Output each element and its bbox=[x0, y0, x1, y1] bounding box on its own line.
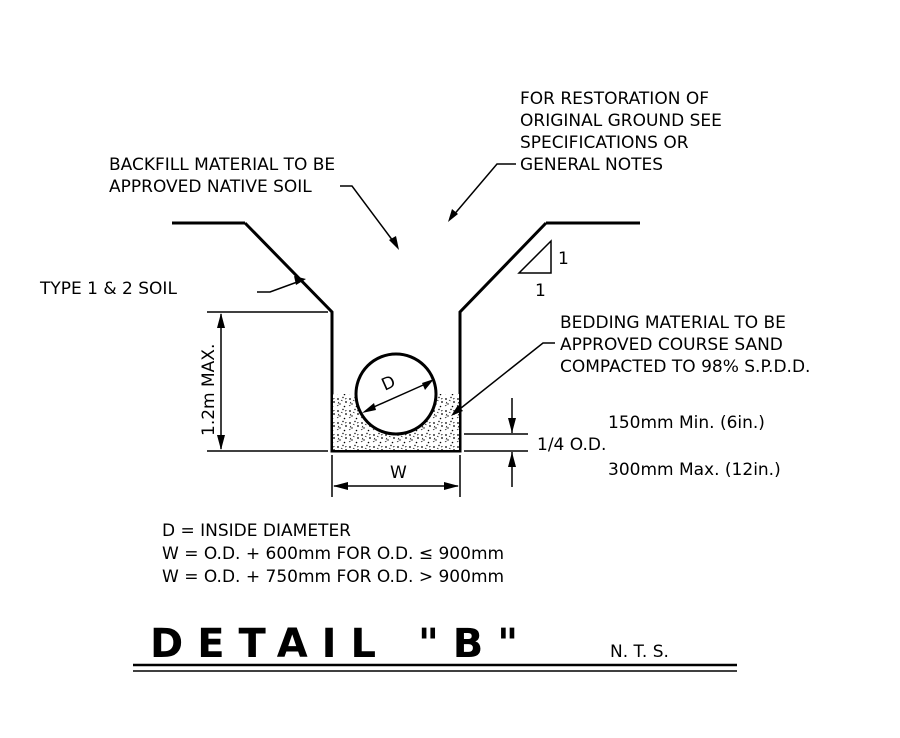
width-arrow-left bbox=[333, 482, 348, 490]
depth-label: 1.2m MAX. bbox=[199, 344, 219, 436]
bedding-arrow-down bbox=[508, 418, 516, 433]
bedding-min-label: 150mm Min. (6in.) bbox=[608, 413, 765, 433]
restoration-leader bbox=[451, 163, 516, 218]
bedding-leader bbox=[455, 342, 555, 413]
depth-arrow-top bbox=[217, 313, 225, 328]
soil-type-note: TYPE 1 & 2 SOIL bbox=[39, 279, 177, 299]
bedding-quarter-label: 1/4 O.D. bbox=[537, 435, 606, 455]
slope-run-label: 1 bbox=[535, 281, 546, 301]
diameter-arrow-end bbox=[422, 379, 434, 390]
restoration-note-line-1: FOR RESTORATION OF bbox=[520, 89, 709, 109]
legend-line-1: D = INSIDE DIAMETER bbox=[162, 521, 351, 541]
slope-rise-label: 1 bbox=[558, 249, 569, 269]
detail-title: DETAIL "B" bbox=[150, 621, 532, 667]
restoration-note-line-3: SPECIFICATIONS OR bbox=[520, 133, 689, 153]
bedding-note-line-3: COMPACTED TO 98% S.P.D.D. bbox=[560, 357, 810, 377]
restoration-note-line-2: ORIGINAL GROUND SEE bbox=[520, 111, 722, 131]
diameter-line bbox=[366, 381, 431, 411]
backfill-note-line-1: BACKFILL MATERIAL TO BE bbox=[109, 155, 335, 175]
backfill-leader bbox=[340, 185, 397, 246]
bedding-max-label: 300mm Max. (12in.) bbox=[608, 460, 781, 480]
backfill-note-line-2: APPROVED NATIVE SOIL bbox=[109, 177, 312, 197]
backfill-leader-arrow bbox=[389, 236, 399, 250]
restoration-note-line-4: GENERAL NOTES bbox=[520, 155, 663, 175]
soil-type-leader-arrow bbox=[294, 276, 306, 285]
legend-line-3: W = O.D. + 750mm FOR O.D. > 900mm bbox=[162, 567, 504, 587]
bedding-leader-arrow bbox=[451, 405, 463, 416]
depth-arrow-bottom bbox=[217, 435, 225, 450]
bedding-note-line-2: APPROVED COURSE SAND bbox=[560, 335, 783, 355]
width-arrow-right bbox=[444, 482, 459, 490]
trench-outline bbox=[243, 221, 548, 453]
pipe bbox=[354, 352, 438, 436]
soil-type-leader bbox=[257, 280, 301, 293]
bedding-note-line-1: BEDDING MATERIAL TO BE bbox=[560, 313, 786, 333]
legend-line-2: W = O.D. + 600mm FOR O.D. ≤ 900mm bbox=[162, 544, 504, 564]
restoration-leader-arrow bbox=[448, 209, 458, 222]
scale-note: N. T. S. bbox=[610, 642, 669, 662]
slope-triangle bbox=[517, 239, 552, 274]
bedding-arrow-up bbox=[508, 452, 516, 467]
diameter-arrow-start bbox=[362, 403, 376, 413]
width-label: W bbox=[390, 463, 407, 483]
